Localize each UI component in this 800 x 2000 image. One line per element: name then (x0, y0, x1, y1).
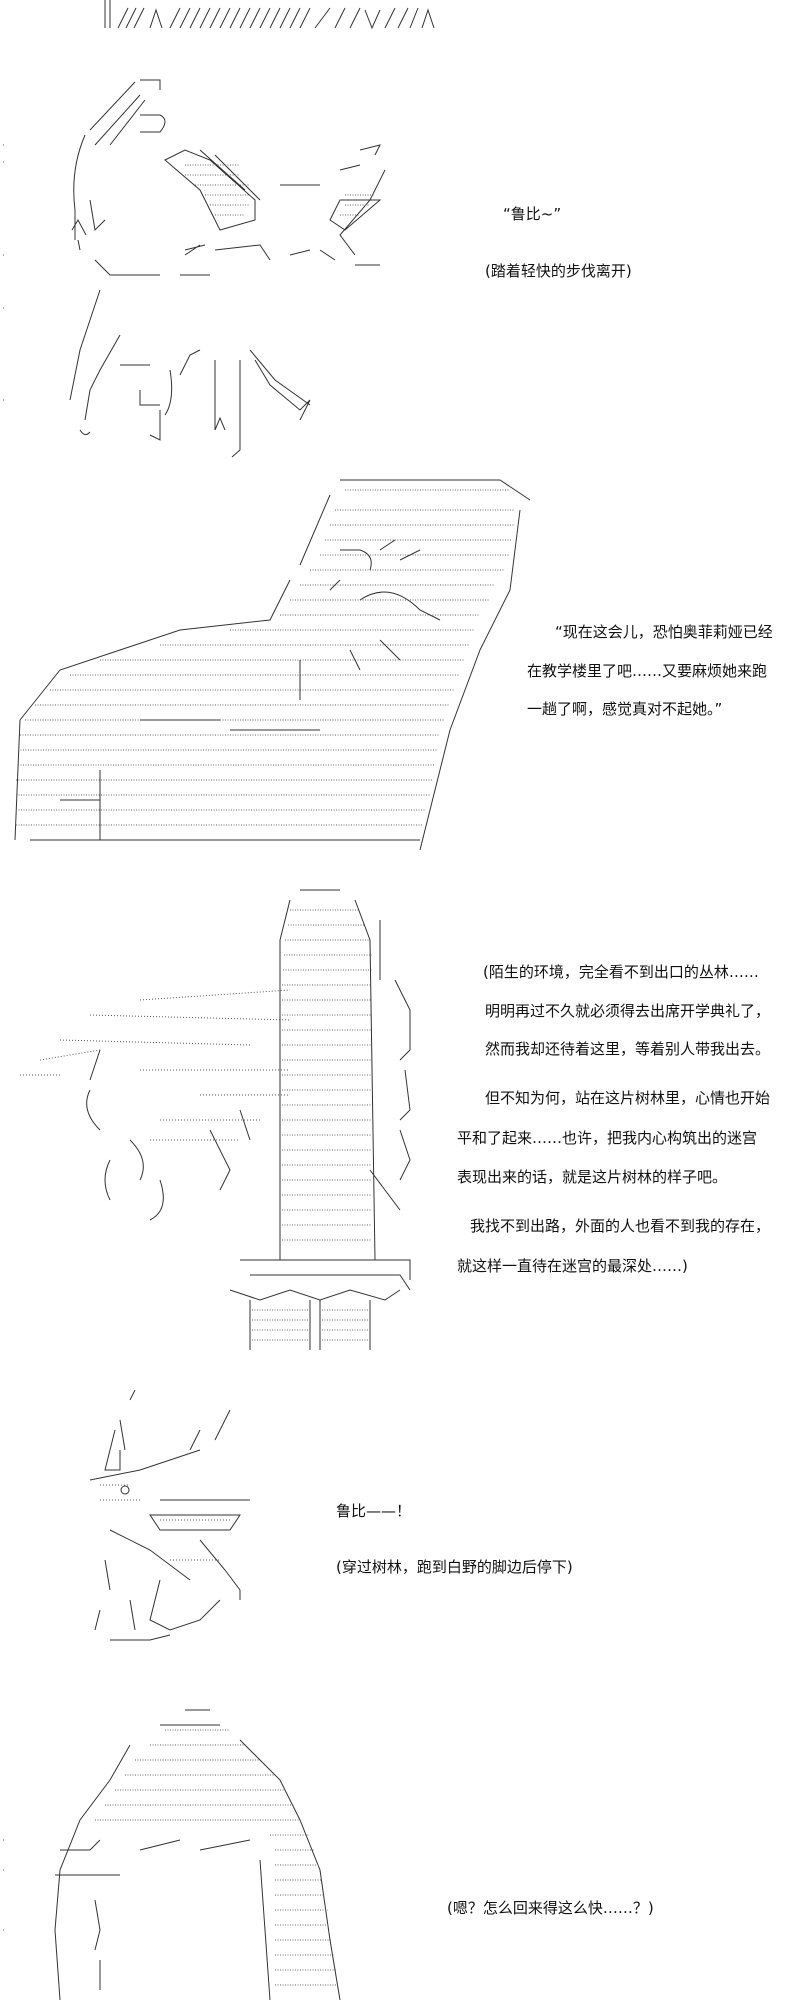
inner-thought-line: 明明再过不久就必须得去出席开学典礼了， (485, 1002, 771, 1020)
inner-thought-line: 我找不到出路，外面的人也看不到我的存在， (470, 1217, 771, 1235)
dialogue-ruby-2: 鲁比——！ (336, 1502, 412, 1520)
ascii-art-figure-bottom (54, 1709, 341, 2000)
inner-thought-line: 然而我却还待着这里，等着别人带我出去。 (485, 1040, 771, 1058)
ascii-art-top-strip (104, 0, 435, 30)
monologue-line: “现在这会儿，恐怕奥菲莉娅已经 (555, 623, 773, 641)
monologue-line: 一趟了啊，感觉真对不起她。” (527, 700, 723, 718)
monologue-line: 在教学楼里了吧……又要麻烦她来跑 (527, 662, 768, 680)
ascii-art-figure-hatched (14, 479, 531, 851)
inner-thought-line: 平和了起来……也许，把我内心构筑出的迷宫 (457, 1129, 758, 1147)
ascii-art-beast-walking (69, 79, 386, 458)
inner-thought-final: (嗯？怎么回来得这么快……？) (447, 1899, 654, 1917)
inner-thought-line: 表现出来的话，就是这片树林的样子吧。 (457, 1168, 728, 1186)
ascii-art-small-creature (89, 1390, 250, 1641)
inner-thought-line: (陌生的环境，完全看不到出口的丛林…… (483, 963, 759, 981)
ascii-art-girl-in-forest (20, 889, 411, 1350)
inner-thought-line: 就这样一直待在迷宫的最深处……) (457, 1257, 688, 1275)
action-text-2: (穿过树林，跑到白野的脚边后停下) (336, 1558, 573, 1576)
dialogue-ruby-1: “鲁比~” (503, 205, 562, 223)
left-edge-marks (3, 144, 5, 1931)
inner-thought-line: 但不知为何，站在这片树林里，心情也开始 (485, 1089, 771, 1107)
action-text-1: (踏着轻快的步伐离开) (485, 262, 632, 280)
